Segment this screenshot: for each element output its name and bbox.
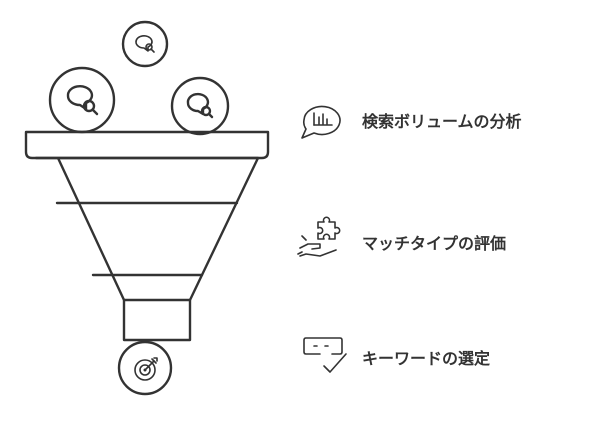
funnel-body [34, 156, 260, 342]
selection-check-icon [303, 337, 347, 373]
output-circle [117, 340, 173, 396]
input-circle-right [170, 76, 230, 136]
bar-chart-speech-icon [301, 105, 341, 139]
search-speech-bubble-icon [66, 85, 99, 116]
input-circle-left [48, 66, 116, 134]
puzzle-hand-icon [297, 216, 341, 257]
stage-label-1: 検索ボリュームの分析 [362, 112, 522, 131]
input-circle-top [121, 20, 169, 68]
stage-label-3: キーワードの選定 [362, 349, 491, 368]
search-speech-bubble-icon [135, 35, 155, 53]
funnel [24, 130, 270, 342]
target-icon [134, 357, 158, 381]
search-speech-bubble-icon [186, 92, 214, 119]
funnel-rim [24, 130, 270, 160]
stage-label-2: マッチタイプの評価 [362, 234, 507, 253]
